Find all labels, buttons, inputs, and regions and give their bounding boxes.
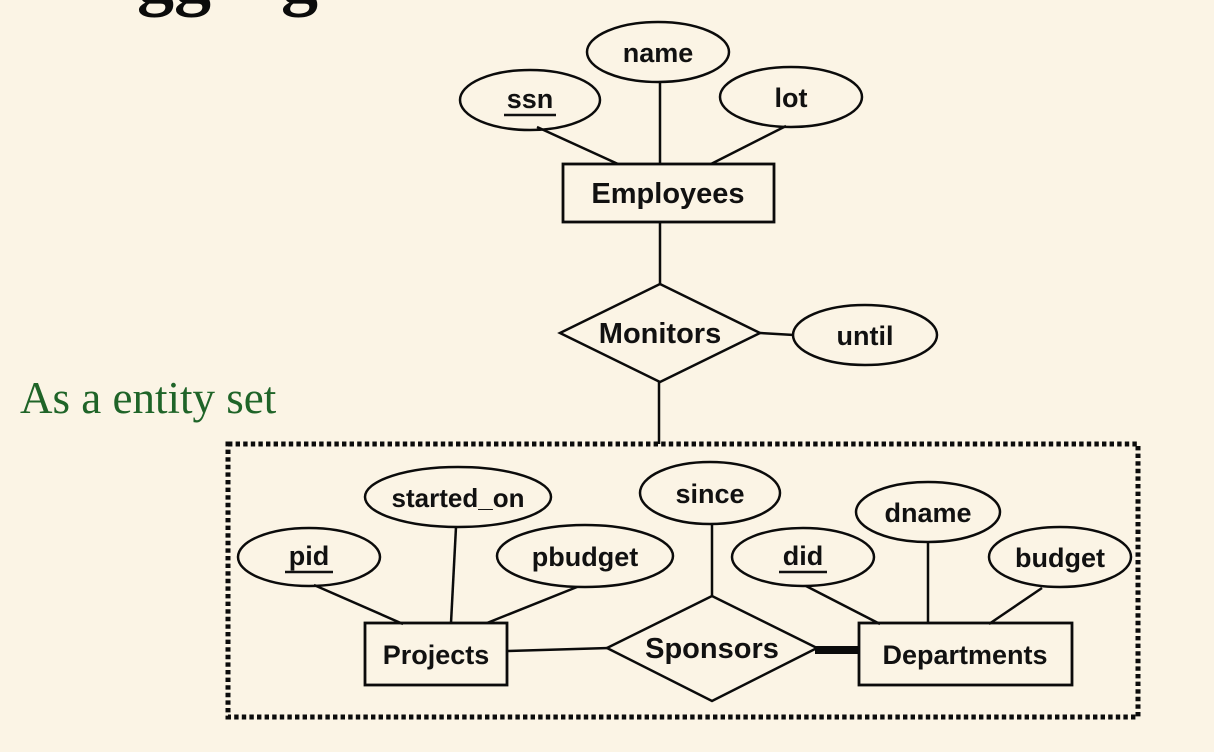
started-on-attribute-label: started_on bbox=[392, 483, 525, 513]
projects-entity-box bbox=[363, 621, 509, 687]
pid-attribute-label: pid bbox=[289, 541, 330, 571]
departments-entity-box bbox=[857, 621, 1074, 687]
departments-entity-label: Departments bbox=[882, 640, 1047, 670]
connector-did-departments bbox=[805, 584, 881, 626]
dname-attribute-ellipse bbox=[854, 480, 1002, 544]
clipped-title-fragment-g: g bbox=[281, 0, 318, 18]
monitors-relationship-diamond bbox=[557, 282, 763, 384]
sponsors-relationship-label: Sponsors bbox=[645, 633, 779, 665]
name-attribute-ellipse bbox=[585, 20, 731, 84]
monitors-relationship-label: Monitors bbox=[599, 318, 721, 350]
since-attribute-ellipse bbox=[638, 460, 782, 526]
connector-projects-sponsors bbox=[506, 646, 610, 653]
pbudget-attribute-ellipse bbox=[495, 523, 675, 589]
ssn-attribute-label: ssn bbox=[507, 84, 554, 114]
until-attribute-label: until bbox=[837, 321, 894, 351]
did-attribute-label: did bbox=[783, 541, 824, 571]
lot-attribute-ellipse bbox=[718, 65, 864, 129]
connector-pid-projects bbox=[313, 583, 404, 626]
clipped-title-fragment-gg: gg bbox=[137, 0, 211, 18]
budget-attribute-ellipse bbox=[987, 525, 1133, 589]
connector-monitors-until bbox=[759, 331, 795, 337]
aggregation-dotted-box bbox=[225, 441, 1141, 720]
dname-attribute-label: dname bbox=[884, 498, 971, 528]
connector-budget-departments bbox=[988, 586, 1043, 626]
did-attribute-ellipse bbox=[730, 526, 876, 588]
employees-entity-label: Employees bbox=[591, 178, 744, 210]
ssn-attribute-ellipse bbox=[458, 68, 602, 132]
started-on-attribute-ellipse bbox=[363, 465, 553, 529]
until-attribute-ellipse bbox=[791, 303, 939, 367]
connector-started_on-projects bbox=[449, 526, 458, 624]
connector-ssn-employees bbox=[536, 125, 619, 166]
connector-lot-employees bbox=[710, 124, 787, 166]
budget-attribute-label: budget bbox=[1015, 543, 1105, 573]
since-attribute-label: since bbox=[675, 479, 744, 509]
employees-entity-box bbox=[561, 162, 776, 224]
connector-pbudget-projects bbox=[486, 585, 578, 625]
lot-attribute-label: lot bbox=[775, 83, 808, 113]
sponsors-relationship-diamond bbox=[604, 594, 820, 703]
projects-entity-label: Projects bbox=[383, 640, 490, 670]
name-attribute-label: name bbox=[623, 38, 694, 68]
pbudget-attribute-label: pbudget bbox=[532, 542, 638, 572]
pid-attribute-ellipse bbox=[236, 526, 382, 588]
caption-as-entity-set: As a entity set bbox=[20, 373, 277, 423]
